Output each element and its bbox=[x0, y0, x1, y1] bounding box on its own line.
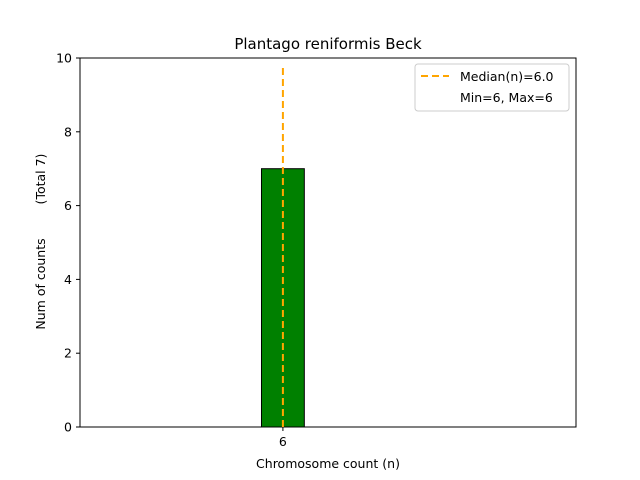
y-tick-label: 2 bbox=[64, 346, 72, 361]
plot-frame bbox=[79, 57, 577, 428]
y-tick-label: 4 bbox=[64, 272, 72, 287]
legend-median-label: Median(n)=6.0 bbox=[460, 69, 554, 84]
x-axis-label: Chromosome count (n) bbox=[256, 456, 400, 471]
y-tick-label: 10 bbox=[56, 51, 72, 66]
legend: Median(n)=6.0 Min=6, Max=6 bbox=[414, 63, 570, 112]
y-axis-label: Num of counts bbox=[33, 238, 48, 329]
legend-box bbox=[414, 63, 570, 112]
plot-area bbox=[79, 57, 577, 428]
chart-title: Plantago reniformis Beck bbox=[234, 35, 422, 53]
x-tick-label: 6 bbox=[279, 434, 287, 449]
y-axis: 0 2 4 6 8 10 bbox=[56, 51, 80, 435]
x-axis: 6 bbox=[279, 427, 287, 449]
y-tick-label: 8 bbox=[64, 124, 72, 139]
y-axis-total-label: (Total 7) bbox=[33, 154, 48, 205]
y-tick-label: 6 bbox=[64, 198, 72, 213]
y-tick-label: 0 bbox=[64, 420, 72, 435]
legend-minmax-label: Min=6, Max=6 bbox=[460, 90, 553, 105]
